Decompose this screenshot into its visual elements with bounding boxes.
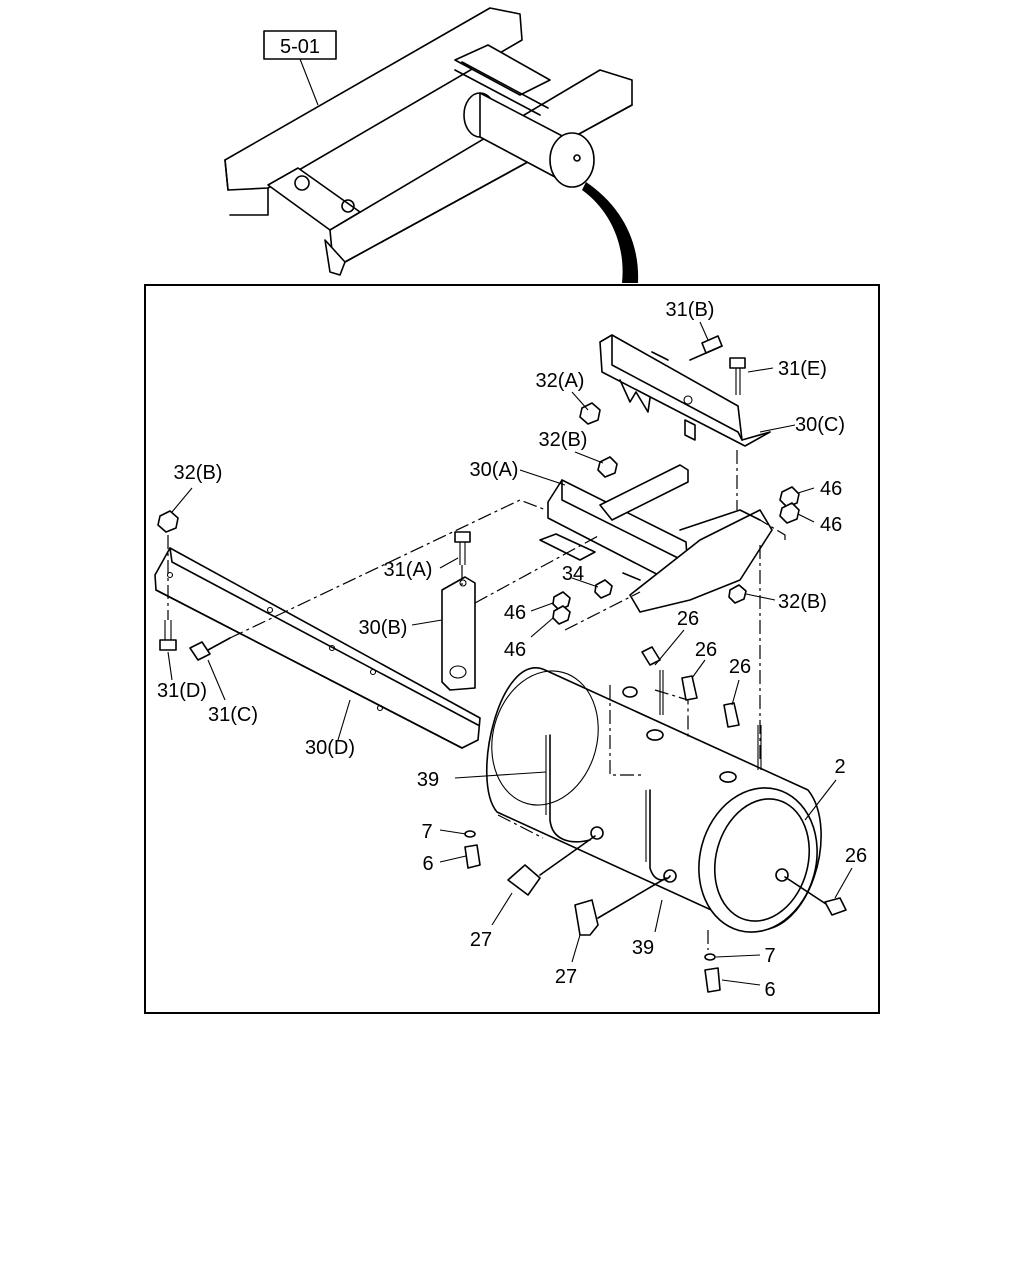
reference-label: 5-01 <box>280 36 320 58</box>
callout-46-b: 46 <box>820 514 842 536</box>
callout-7-a: 7 <box>421 821 432 843</box>
callout-31c: 31(C) <box>208 704 258 726</box>
direction-arrow-icon <box>582 182 639 283</box>
callout-39-a: 39 <box>417 769 439 791</box>
fittings-26 <box>641 646 847 916</box>
strap-39-right <box>649 789 671 881</box>
callout-32b-top: 32(B) <box>539 429 588 451</box>
callout-31a: 31(A) <box>384 559 433 581</box>
callout-27-b: 27 <box>555 966 577 988</box>
callout-7-b: 7 <box>764 945 775 967</box>
callout-32a: 32(A) <box>536 370 585 392</box>
leader-lines <box>167 321 853 986</box>
callout-32b-left: 32(B) <box>174 462 223 484</box>
detail-frame <box>144 284 880 1014</box>
strap-39-left <box>549 734 591 843</box>
bracket-30d <box>154 547 481 749</box>
callout-26-a: 26 <box>677 608 699 630</box>
callout-46-d: 46 <box>504 639 526 661</box>
fasteners <box>157 335 800 783</box>
callout-30d: 30(D) <box>305 737 355 759</box>
callout-46-c: 46 <box>504 602 526 624</box>
callout-34: 34 <box>562 563 584 585</box>
bracket-30b <box>441 576 476 691</box>
callout-30c: 30(C) <box>795 414 845 436</box>
callout-31e: 31(E) <box>778 358 827 380</box>
callout-32b-right: 32(B) <box>778 591 827 613</box>
callout-6-b: 6 <box>764 979 775 1001</box>
callout-27-a: 27 <box>470 929 492 951</box>
callout-2: 2 <box>834 756 845 778</box>
callout-46-a: 46 <box>820 478 842 500</box>
callout-31d: 31(D) <box>157 680 207 702</box>
callout-26-c: 26 <box>729 656 751 678</box>
chassis-frame-illustration: 5-01 <box>224 7 639 283</box>
callout-30b: 30(B) <box>359 617 408 639</box>
callout-6-a: 6 <box>422 853 433 875</box>
bracket-30a <box>539 464 773 613</box>
bracket-30c <box>599 334 771 447</box>
fittings-27 <box>507 835 667 936</box>
callout-26-b: 26 <box>695 639 717 661</box>
drain-valves <box>464 830 721 993</box>
callout-labels: 31(B) 31(E) 32(A) 30(C) 32(B) 30(A) 32(B… <box>157 299 867 1001</box>
air-tank-2 <box>485 667 822 933</box>
callout-26-d: 26 <box>845 845 867 867</box>
callout-30a: 30(A) <box>470 459 519 481</box>
callout-31b: 31(B) <box>666 299 715 321</box>
callout-39-b: 39 <box>632 937 654 959</box>
assembly-lines <box>167 450 786 950</box>
